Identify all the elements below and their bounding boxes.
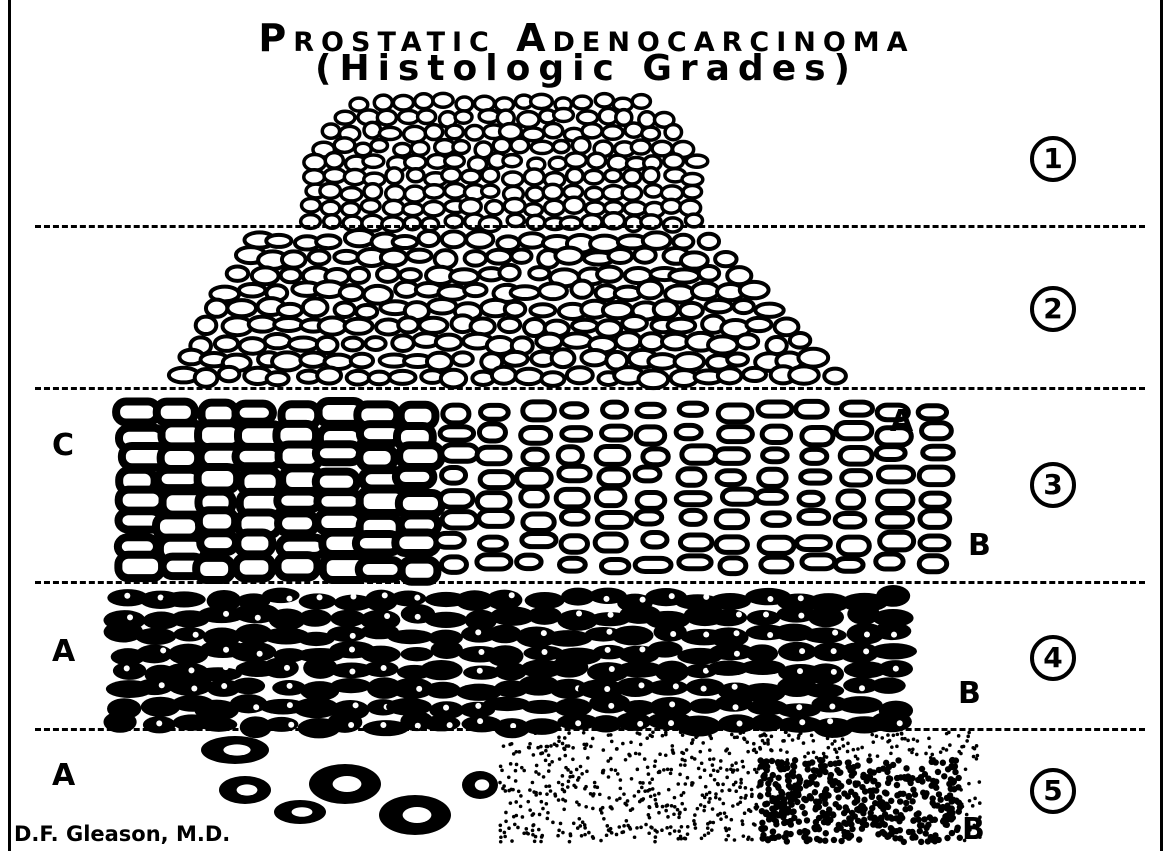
grade-3-pattern-c-label: C [52,428,74,463]
grade-3-pattern-a-label: A [890,404,913,439]
grade-4-gland-pattern [103,585,917,738]
grade-4-marker: 4 [1030,635,1076,681]
grade-divider-1-2 [35,225,1145,228]
grade-divider-2-3 [35,387,1145,390]
grade-5-pattern-b-label: B [962,812,985,847]
grade-3-marker: 3 [1030,462,1076,508]
grade-5-gland-pattern [201,730,982,845]
author-credit: D.F. Gleason, M.D. [14,822,230,846]
grade-5-marker: 5 [1030,768,1076,814]
grade-3-gland-pattern [116,401,953,582]
grade-divider-3-4 [35,581,1145,584]
grade-3-pattern-b-label: B [968,528,991,563]
grade-divider-4-5 [35,728,1145,731]
grade-2-gland-pattern [169,230,846,388]
grade-5-pattern-a-label: A [52,758,75,793]
grade-1-gland-pattern [301,93,708,232]
grade-2-marker: 2 [1030,286,1076,332]
figure-subtitle: (Histologic Grades) [0,48,1173,89]
grade-4-pattern-b-label: B [958,676,981,711]
grade-4-pattern-a-label: A [52,634,75,669]
grade-1-marker: 1 [1030,136,1076,182]
